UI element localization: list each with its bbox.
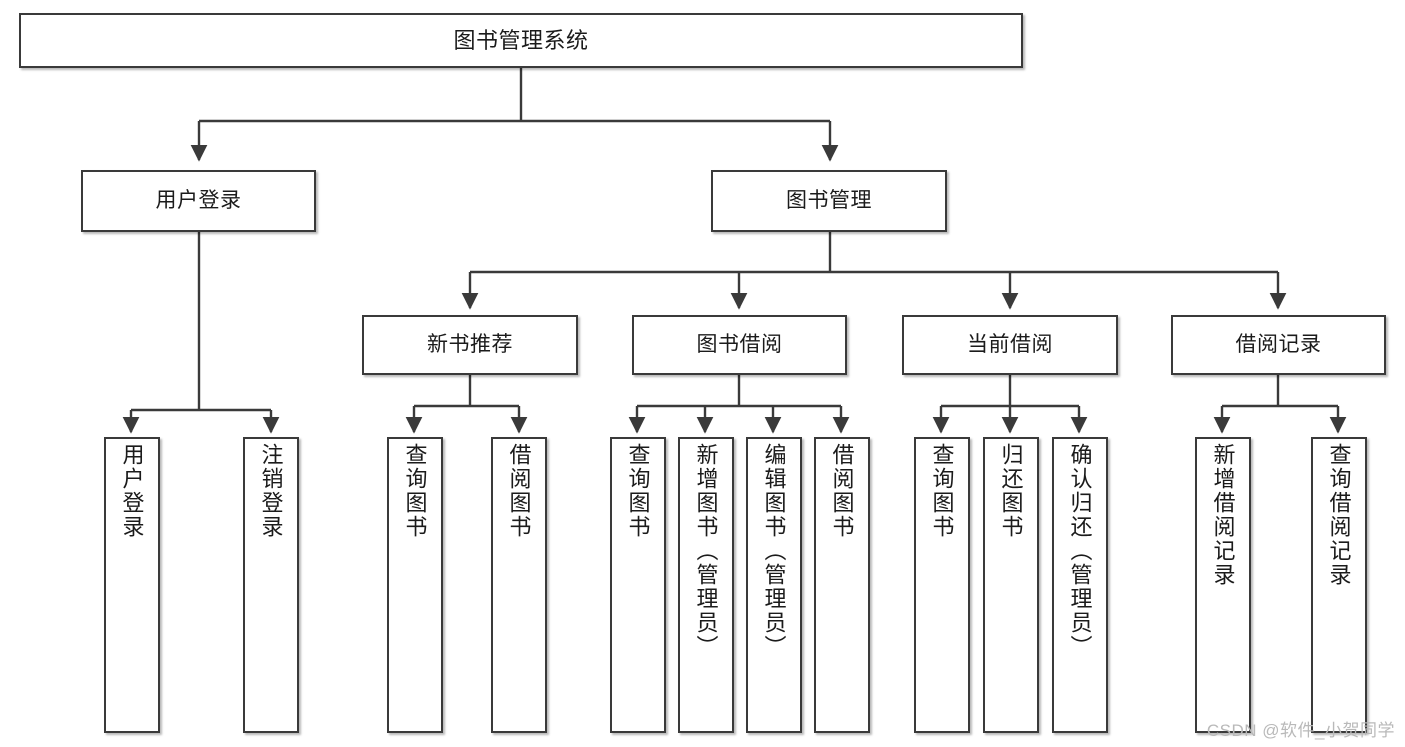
node-leaf-return-book-label: 归还图书 [998, 443, 1024, 539]
node-leaf-return-book[interactable]: 归还图书 [983, 437, 1039, 733]
node-leaf-edit-book[interactable]: 编辑图书（管理员） [746, 437, 802, 733]
node-leaf-query-book-3-label: 查询图书 [929, 443, 955, 539]
node-leaf-confirm-return[interactable]: 确认归还（管理员） [1052, 437, 1108, 733]
node-book-borrow-label: 图书借阅 [696, 332, 783, 356]
watermark: CSDN @软件_小贺同学 [1206, 721, 1395, 740]
node-current-borrow-label: 当前借阅 [967, 332, 1053, 356]
node-leaf-query-book-3[interactable]: 查询图书 [914, 437, 970, 733]
node-leaf-borrow-book-2-label: 借阅图书 [829, 443, 855, 539]
node-book-management-label: 图书管理 [786, 188, 872, 212]
node-leaf-edit-book-label: 编辑图书（管理员） [761, 443, 787, 659]
node-leaf-add-record-label: 新增借阅记录 [1210, 443, 1236, 587]
node-leaf-logout-login[interactable]: 注销登录 [243, 437, 299, 733]
node-leaf-borrow-book-1[interactable]: 借阅图书 [491, 437, 547, 733]
node-user-login[interactable]: 用户登录 [81, 170, 316, 232]
node-leaf-borrow-book-2[interactable]: 借阅图书 [814, 437, 870, 733]
node-leaf-query-record[interactable]: 查询借阅记录 [1311, 437, 1367, 733]
node-leaf-logout-login-label: 注销登录 [258, 443, 284, 539]
node-user-login-label: 用户登录 [155, 188, 242, 212]
node-borrow-record[interactable]: 借阅记录 [1171, 315, 1386, 375]
node-leaf-add-book-label: 新增图书（管理员） [693, 443, 719, 659]
node-root[interactable]: 图书管理系统 [19, 13, 1023, 68]
node-leaf-query-book-2[interactable]: 查询图书 [610, 437, 666, 733]
node-leaf-confirm-return-label: 确认归还（管理员） [1067, 443, 1093, 659]
node-leaf-add-book[interactable]: 新增图书（管理员） [678, 437, 734, 733]
node-leaf-query-book-2-label: 查询图书 [625, 443, 651, 539]
node-leaf-user-login[interactable]: 用户登录 [104, 437, 160, 733]
node-book-borrow[interactable]: 图书借阅 [632, 315, 847, 375]
node-root-label: 图书管理系统 [453, 27, 589, 53]
node-new-book-recommend-label: 新书推荐 [427, 332, 513, 356]
node-leaf-query-book-1-label: 查询图书 [402, 443, 428, 539]
node-leaf-query-book-1[interactable]: 查询图书 [387, 437, 443, 733]
node-borrow-record-label: 借阅记录 [1235, 332, 1322, 356]
node-new-book-recommend[interactable]: 新书推荐 [362, 315, 578, 375]
node-leaf-query-record-label: 查询借阅记录 [1326, 443, 1352, 587]
node-book-management[interactable]: 图书管理 [711, 170, 947, 232]
node-leaf-add-record[interactable]: 新增借阅记录 [1195, 437, 1251, 733]
node-leaf-user-login-label: 用户登录 [119, 443, 145, 539]
node-leaf-borrow-book-1-label: 借阅图书 [506, 443, 532, 539]
node-current-borrow[interactable]: 当前借阅 [902, 315, 1118, 375]
